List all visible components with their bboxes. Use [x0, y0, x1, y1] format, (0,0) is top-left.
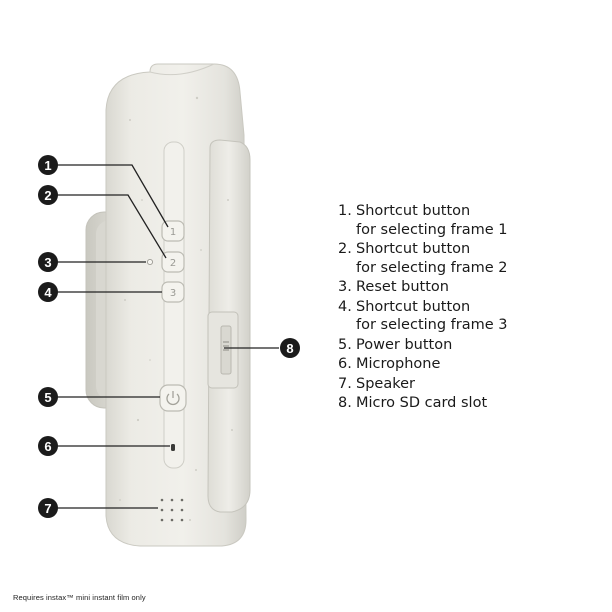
legend-item-8: 8.Micro SD card slot	[338, 395, 488, 411]
reset-pinhole[interactable]	[146, 258, 154, 266]
leader-lines	[57, 164, 279, 509]
leader-line-1	[57, 164, 169, 228]
legend-text-3: Reset button	[356, 279, 449, 295]
callout-8: 8	[280, 338, 300, 358]
power-button[interactable]	[159, 384, 187, 412]
legend-text-5: Power button	[356, 336, 453, 353]
callout-label-6: 6	[44, 439, 51, 454]
callout-label-5: 5	[44, 390, 51, 405]
sd-card-slot[interactable]	[220, 325, 232, 375]
callout-3: 3	[38, 252, 58, 272]
legend-text-7: Speaker	[356, 375, 415, 392]
callout-2: 2	[38, 185, 58, 205]
speaker-grille	[160, 498, 184, 522]
legend-item-1: 1.Shortcut button for selecting frame 1	[338, 203, 508, 238]
button-label-1: 1	[170, 227, 176, 238]
legend-text-2: Shortcut button for selecting frame 2	[356, 241, 508, 276]
callout-6: 6	[38, 436, 58, 456]
callout-label-1: 1	[44, 158, 51, 173]
legend-item-6: 6.Microphone	[338, 356, 441, 372]
legend-text-1: Shortcut button for selecting frame 1	[356, 203, 508, 238]
callout-4: 4	[38, 282, 58, 302]
callout-label-8: 8	[286, 341, 293, 356]
button-label-2: 2	[170, 258, 176, 269]
callout-label-2: 2	[44, 188, 51, 203]
callout-label-4: 4	[44, 285, 52, 300]
legend-item-5: 5.Power button	[338, 336, 453, 353]
legend-item-4: 4.Shortcut button for selecting frame 3	[338, 298, 508, 334]
callout-1: 1	[38, 155, 58, 175]
legend-text-4: Shortcut button for selecting frame 3	[356, 298, 508, 334]
callout-5: 5	[38, 387, 58, 407]
callout-label-3: 3	[44, 255, 51, 270]
callout-7: 7	[38, 498, 58, 518]
legend-list: 1.Shortcut button for selecting frame 1 …	[338, 202, 608, 414]
legend-text-8: Micro SD card slot	[356, 395, 488, 411]
legend-item-3: 3.Reset button	[338, 279, 449, 295]
power-icon	[166, 391, 180, 406]
leader-line-2	[57, 194, 167, 259]
microphone-hole	[171, 444, 175, 451]
camera-body	[105, 63, 251, 547]
legend-text-6: Microphone	[356, 356, 441, 372]
legend-item-7: 7.Speaker	[338, 375, 415, 392]
legend-item-2: 2.Shortcut button for selecting frame 2	[338, 241, 508, 276]
button-label-3: 3	[170, 288, 176, 299]
shortcut-button-3[interactable]: 3	[161, 281, 185, 303]
shortcut-button-2[interactable]: 2	[161, 251, 185, 273]
shortcut-button-1[interactable]: 1	[161, 220, 185, 242]
film-requirement-note: Requires instax™ mini instant film only	[13, 593, 146, 602]
callout-label-7: 7	[44, 501, 51, 516]
